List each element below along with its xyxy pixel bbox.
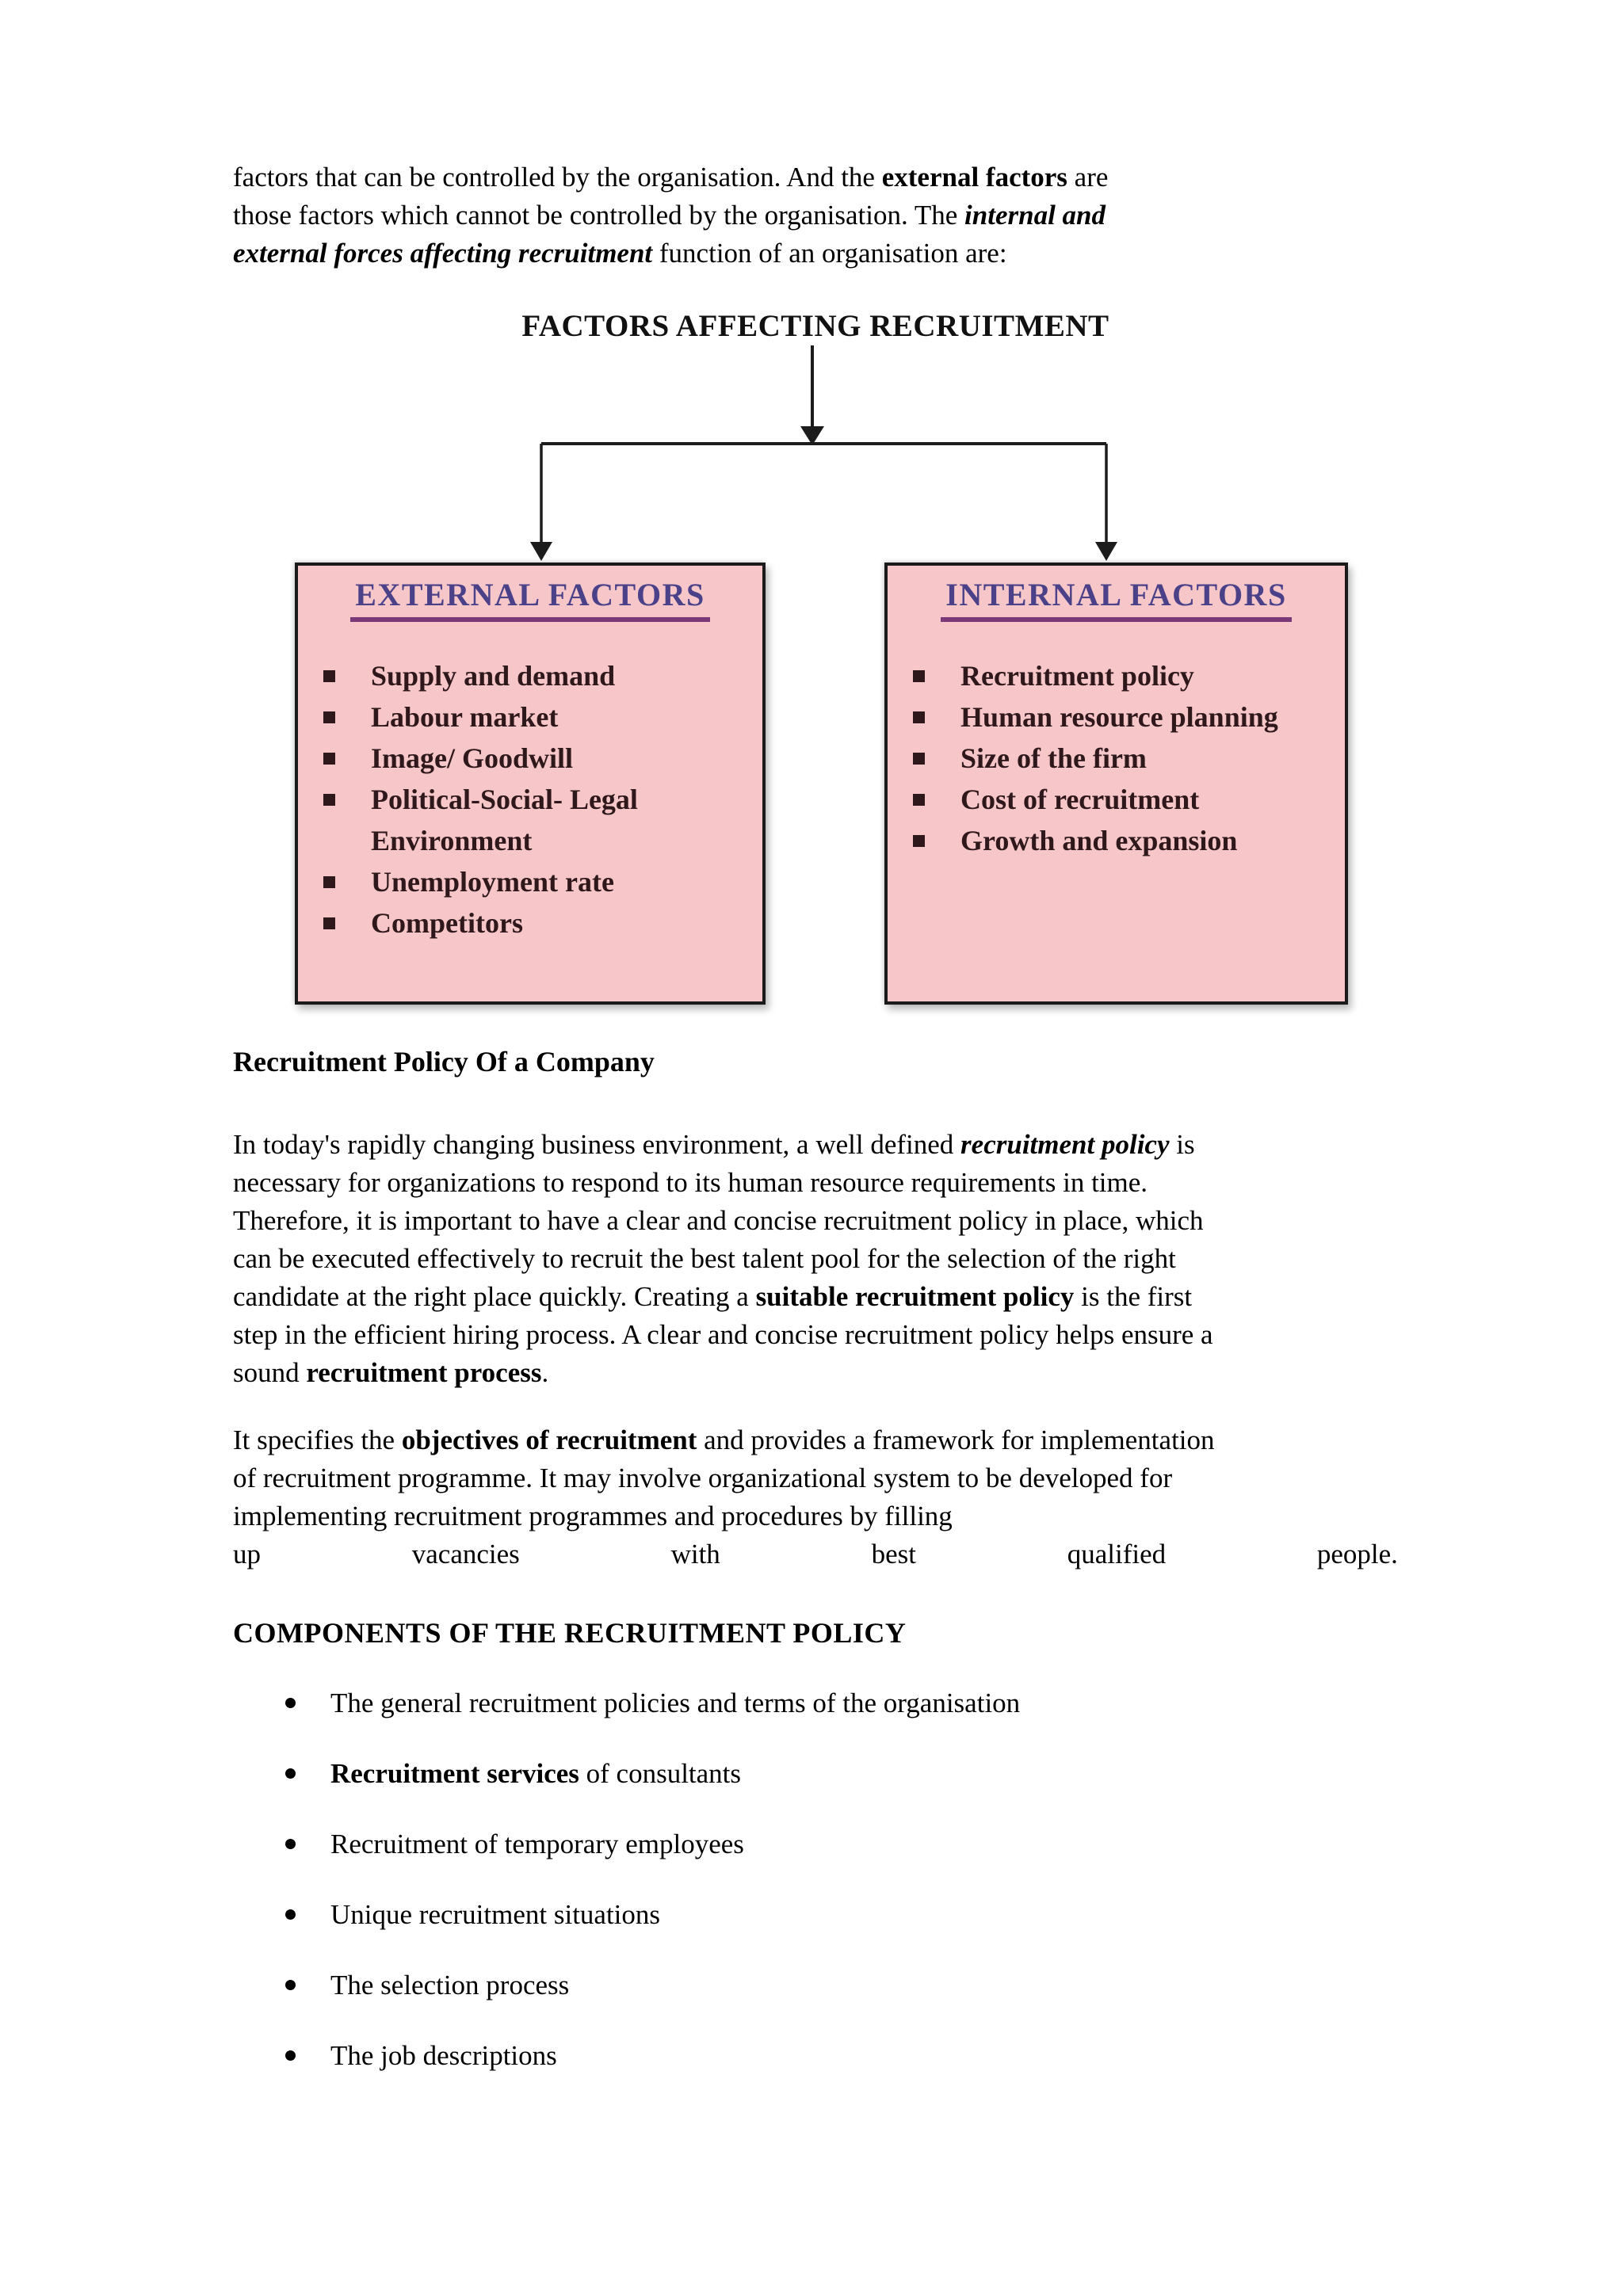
section-heading-recruitment-policy: Recruitment Policy Of a Company [233,1046,655,1077]
text-segment: necessary for organizations to respond t… [233,1167,1148,1198]
diagram-connectors [530,345,1117,561]
text-segment: is [1169,1129,1195,1160]
text-line: implementing recruitment programmes and … [233,1497,1398,1535]
justified-last-line: up vacancies with best qualified people. [233,1535,1398,1573]
objectives-paragraph: It specifies the objectives of recruitme… [233,1421,1398,1535]
text-segment: is the first [1074,1281,1193,1312]
component-item: Recruitment of temporary employees [233,1825,1398,1863]
text-segment: are [1067,162,1109,193]
text-segment: Therefore, it is important to have a cle… [233,1205,1204,1236]
recruitment-policy-paragraph: In today's rapidly changing business env… [233,1126,1398,1392]
text-segment: sound [233,1357,307,1388]
text-segment: external forces affecting recruitment [233,238,653,269]
arrowhead-down-icon [1095,542,1117,561]
text-segment: external factors [881,162,1067,193]
text-segment: those factors which cannot be controlled… [233,200,965,231]
text-segment: The general recruitment policies and ter… [330,1688,1021,1718]
text-line: It specifies the objectives of recruitme… [233,1421,1398,1459]
text-segment: function of an organisation are: [652,238,1007,269]
factor-item: Recruitment policy [913,655,1324,696]
text-segment: candidate at the right place quickly. Cr… [233,1281,756,1312]
factor-item: Supply and demand [323,655,742,696]
text-segment: recruitment policy [960,1129,1170,1160]
spread-word: vacancies [411,1539,520,1569]
text-segment: The job descriptions [330,2040,557,2071]
component-item: Recruitment services of consultants [233,1755,1398,1793]
text-segment: In today's rapidly changing business env… [233,1129,961,1160]
factor-item: Human resource planning [913,696,1324,738]
factor-item: Size of the firm [913,738,1324,779]
external-factors-heading: EXTERNAL FACTORS [298,577,762,622]
section-heading-components: COMPONENTS OF THE RECRUITMENT POLICY [233,1617,907,1649]
factor-item: Growth and expansion [913,820,1324,861]
factor-item: Political-Social- Legal Environment [323,779,742,861]
text-segment: and provides a framework for implementat… [697,1425,1215,1455]
factor-item: Labour market [323,696,742,738]
text-line: those factors which cannot be controlled… [233,196,1398,235]
text-segment: It specifies the [233,1425,402,1455]
spread-word: best [871,1539,916,1569]
factors-diagram: FACTORS AFFECTING RECRUITMENT EXTERNAL F… [233,309,1398,1006]
factor-item: Cost of recruitment [913,779,1324,820]
spread-word: up [233,1539,261,1569]
factor-item: Image/ Goodwill [323,738,742,779]
text-segment: . [541,1357,549,1388]
component-item: The selection process [233,1966,1398,2004]
text-segment: Recruitment of temporary employees [330,1829,744,1859]
component-item: Unique recruitment situations [233,1896,1398,1934]
text-segment: factors that can be controlled by the or… [233,162,882,193]
text-line: Therefore, it is important to have a cle… [233,1202,1398,1240]
component-item: The general recruitment policies and ter… [233,1684,1398,1722]
text-segment: of recruitment programme. It may involve… [233,1463,1173,1493]
text-line: necessary for organizations to respond t… [233,1164,1398,1202]
text-line: can be executed effectively to recruit t… [233,1240,1398,1278]
text-line: factors that can be controlled by the or… [233,158,1398,196]
spread-word: qualified [1067,1539,1167,1569]
spread-word: people. [1316,1539,1398,1569]
arrowhead-down-icon [530,542,552,561]
text-segment: Unique recruitment situations [330,1899,661,1930]
text-line: candidate at the right place quickly. Cr… [233,1278,1398,1316]
factor-item: Competitors [323,902,742,944]
text-line: sound recruitment process. [233,1354,1398,1392]
text-segment: step in the efficient hiring process. A … [233,1319,1213,1350]
text-segment: implementing recruitment programmes and … [233,1501,953,1531]
text-line: In today's rapidly changing business env… [233,1126,1398,1164]
factor-item: Unemployment rate [323,861,742,902]
text-segment: objectives of recruitment [401,1425,697,1455]
text-line: external forces affecting recruitment fu… [233,235,1398,273]
intro-paragraph: factors that can be controlled by the or… [233,158,1398,273]
component-item: The job descriptions [233,2037,1398,2075]
text-segment: The selection process [330,1970,570,2000]
text-line: step in the efficient hiring process. A … [233,1316,1398,1354]
external-factors-heading-text: EXTERNAL FACTORS [350,577,710,622]
internal-factors-heading: INTERNAL FACTORS [888,577,1345,622]
text-segment: Recruitment services [330,1758,579,1789]
components-list: The general recruitment policies and ter… [233,1684,1398,2107]
internal-factors-heading-text: INTERNAL FACTORS [941,577,1292,622]
text-segment: internal and [964,200,1106,231]
text-segment: of consultants [579,1758,742,1789]
text-line: of recruitment programme. It may involve… [233,1459,1398,1497]
text-segment: can be executed effectively to recruit t… [233,1243,1176,1274]
text-segment: recruitment process [306,1357,542,1388]
arrowhead-down-icon [800,426,824,445]
diagram-title: FACTORS AFFECTING RECRUITMENT [521,309,1109,343]
text-segment: suitable recruitment policy [755,1281,1075,1312]
spread-word: with [670,1539,720,1569]
